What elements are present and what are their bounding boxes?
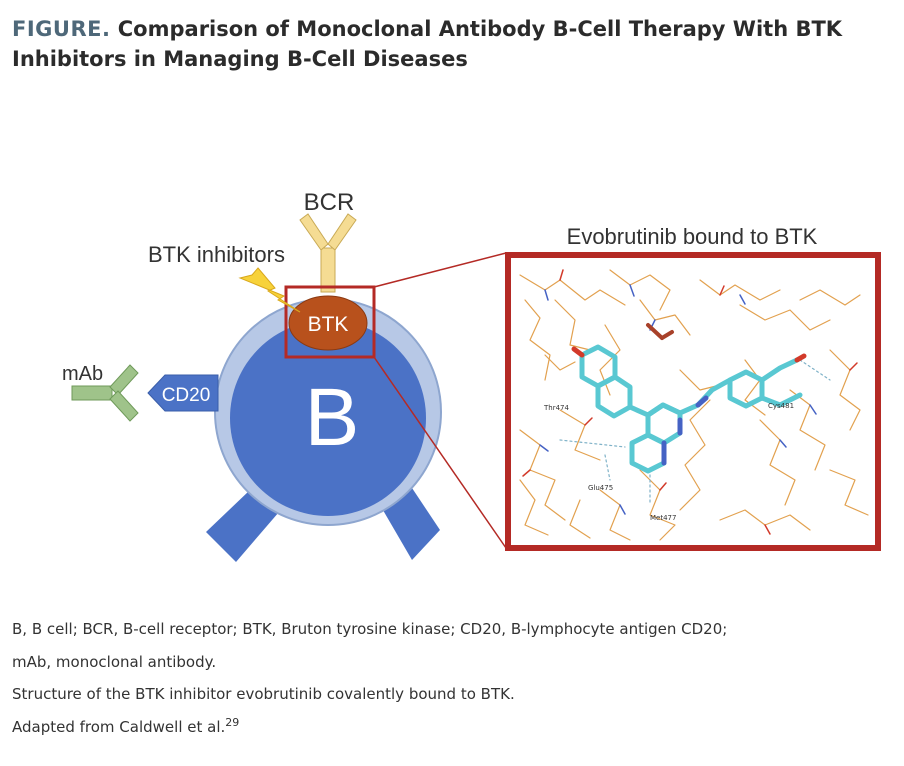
inset-title: Evobrutinib bound to BTK bbox=[567, 224, 818, 249]
bcr-receptor-icon bbox=[299, 213, 357, 293]
caption-reference: 29 bbox=[225, 715, 240, 729]
caption-line-1: B, B cell; BCR, B-cell receptor; BTK, Br… bbox=[12, 620, 728, 638]
btk-inhibitors-label: BTK inhibitors bbox=[148, 242, 285, 267]
mab-antibody-icon bbox=[71, 364, 139, 422]
inset-frame bbox=[505, 252, 881, 551]
b-cell-inner bbox=[230, 320, 426, 516]
caption-source: Adapted from Caldwell et al.29 bbox=[12, 715, 892, 737]
figure-title: FIGURE. Comparison of Monoclonal Antibod… bbox=[12, 14, 892, 74]
residue-cys481: Cys481 bbox=[768, 402, 794, 410]
caption-abbreviations: B, B cell; BCR, B-cell receptor; BTK, Br… bbox=[12, 620, 892, 672]
caption-source-text: Adapted from Caldwell et al. bbox=[12, 717, 226, 736]
lightning-bolt-icon bbox=[238, 267, 301, 313]
residue-thr474: Thr474 bbox=[543, 404, 569, 412]
btk-enzyme bbox=[288, 295, 368, 351]
caption-line-2: mAb, monoclonal antibody. bbox=[12, 652, 217, 671]
btk-highlight-box bbox=[284, 285, 376, 359]
figure-caption: B, B cell; BCR, B-cell receptor; BTK, Br… bbox=[12, 620, 892, 750]
bcr-label: BCR bbox=[304, 189, 355, 216]
residue-met477: Met477 bbox=[650, 514, 676, 522]
figure-diagram: B CD20 mAb BTK BCR BTK inhibitors Evobru… bbox=[0, 180, 904, 580]
connector-bottom bbox=[373, 356, 507, 549]
cell-leg-right bbox=[380, 488, 440, 560]
cd20-label: CD20 bbox=[162, 385, 211, 406]
mab-label: mAb bbox=[62, 363, 103, 385]
protein-structure bbox=[519, 269, 869, 541]
figure-title-text: Comparison of Monoclonal Antibody B-Cell… bbox=[12, 17, 843, 71]
diagram-svg: B CD20 mAb BTK BCR BTK inhibitors Evobru… bbox=[62, 189, 881, 562]
btk-label: BTK bbox=[308, 313, 349, 336]
figure-label: FIGURE. bbox=[12, 17, 111, 41]
connector-top bbox=[373, 252, 507, 288]
caption-structure-note: Structure of the BTK inhibitor evobrutin… bbox=[12, 685, 515, 703]
residue-glu475: Glu475 bbox=[588, 484, 613, 492]
cell-leg-left bbox=[206, 490, 285, 562]
b-cell-label: B bbox=[305, 372, 360, 463]
cd20-marker bbox=[147, 374, 219, 412]
